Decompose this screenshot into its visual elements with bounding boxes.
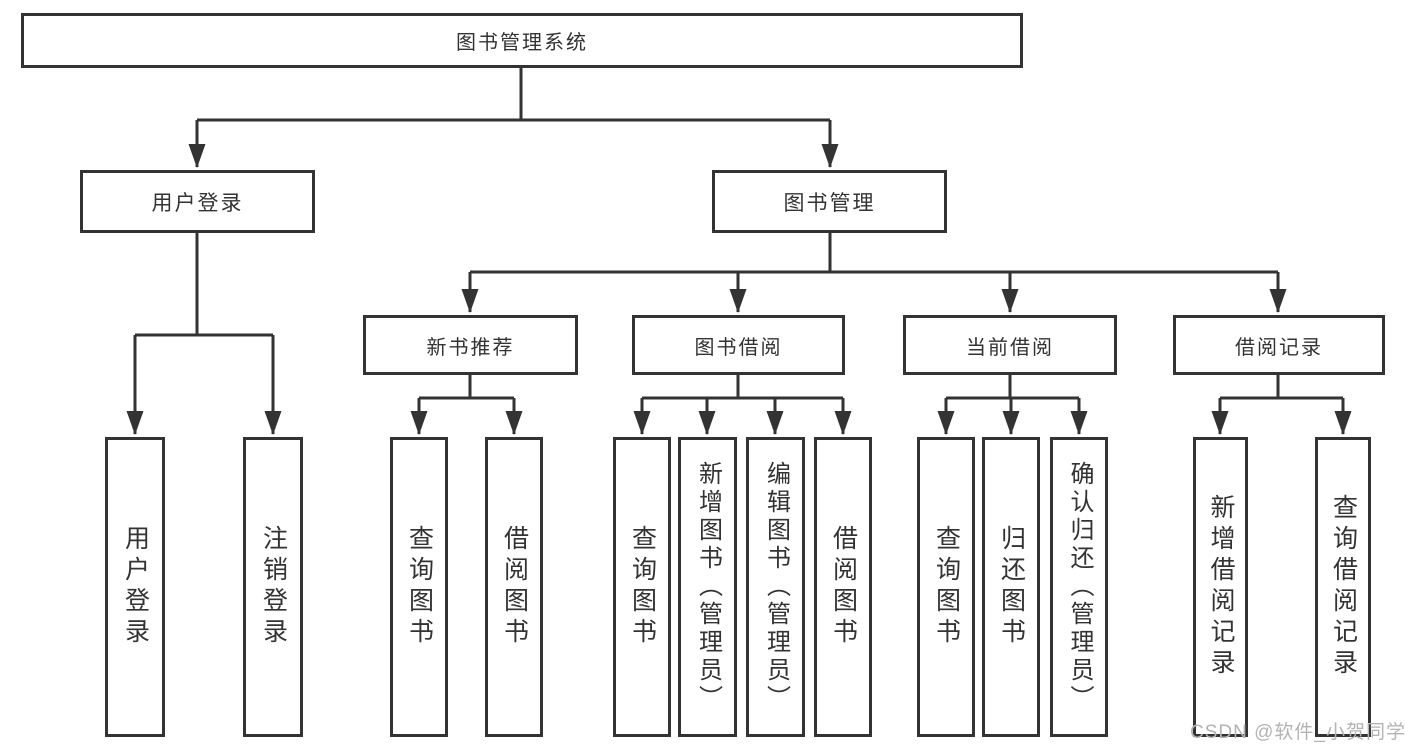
connector-book-borrow-bus [642, 375, 843, 400]
connector-borrow-records-bus [1220, 375, 1343, 400]
leaf-add-borrow-record: 新增借阅记录 [1193, 437, 1248, 737]
leaf-borrow-books: 借阅图书 [814, 437, 872, 737]
watermark: CSDN @软件_小贺同学 [1190, 722, 1405, 743]
leaf-user-login: 用户登录 [105, 437, 165, 737]
leaf-return-books: 归还图书 [982, 437, 1040, 737]
connector-user-login-bus [135, 233, 273, 337]
connector-current-borrow-bus [946, 375, 1079, 400]
node-book-management: 图书管理 [712, 170, 947, 233]
leaf-edit-books-admin: 编辑图书（管理员） [746, 437, 805, 737]
leaf-query-books-borrow: 查询图书 [613, 437, 671, 737]
connector-new-book-bus [419, 375, 514, 400]
leaf-logout: 注销登录 [243, 437, 303, 737]
node-user-login: 用户登录 [80, 170, 315, 233]
leaf-query-books-current: 查询图书 [917, 437, 975, 737]
connector-book-management-bus [470, 233, 1278, 274]
leaf-confirm-return-admin: 确认归还（管理员） [1050, 437, 1108, 737]
connector-root-bus [197, 68, 830, 122]
node-library-management-system: 图书管理系统 [21, 13, 1023, 68]
node-borrow-records: 借阅记录 [1173, 315, 1385, 375]
leaf-query-borrow-record: 查询借阅记录 [1315, 437, 1371, 737]
node-new-book-recommend: 新书推荐 [363, 315, 578, 375]
leaf-add-books-admin: 新增图书（管理员） [678, 437, 737, 737]
node-current-borrow: 当前借阅 [903, 315, 1117, 375]
leaf-query-books-recommend: 查询图书 [390, 437, 448, 737]
node-book-borrow: 图书借阅 [632, 315, 845, 375]
leaf-borrow-books-recommend: 借阅图书 [485, 437, 543, 737]
